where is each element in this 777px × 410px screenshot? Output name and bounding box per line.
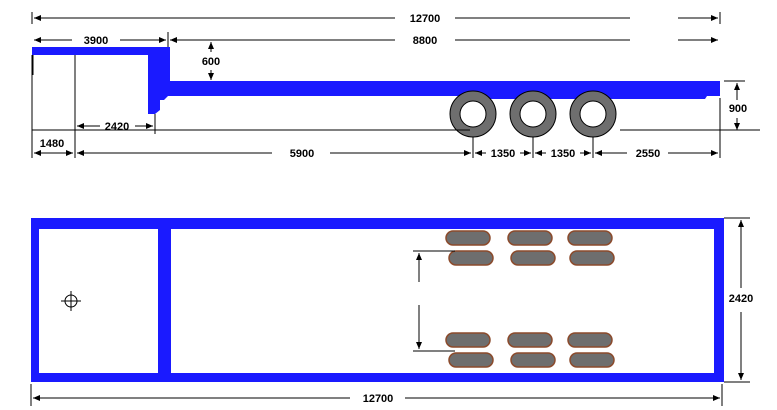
label-gooseneck-length: 3900 (84, 35, 108, 47)
label-overall-length-top: 12700 (363, 393, 394, 405)
label-axle-spacing-2: 1350 (551, 148, 575, 160)
dim-overall-width: 2420 (724, 217, 753, 383)
dim-rear-overhang: 2550 (595, 148, 718, 160)
top-tire (567, 332, 613, 348)
dim-axle-spacing-2: 1350 (535, 148, 591, 160)
label-overall-width: 2420 (729, 293, 753, 305)
top-tire (445, 332, 491, 348)
kingpin-symbol (61, 291, 81, 311)
top-tire (448, 250, 494, 266)
dim-kingpin-to-leg: 2420 (77, 121, 153, 133)
top-view: 2420 12700 (30, 217, 753, 406)
label-step-height: 600 (202, 56, 220, 68)
dim-step-height: 600 (202, 42, 220, 80)
label-leg-to-axle: 5900 (290, 148, 314, 160)
label-rear-overhang: 2550 (636, 148, 660, 160)
label-axle-spacing-1: 1350 (491, 148, 515, 160)
dim-axle-spacing-1: 1350 (475, 148, 531, 160)
dim-deck-length: 8800 (170, 35, 718, 47)
top-tire (507, 230, 553, 246)
dim-leg-to-axle: 5900 (77, 148, 471, 160)
landing-leg (148, 55, 160, 114)
side-frame (32, 47, 720, 100)
top-tire (507, 332, 553, 348)
side-wheel (509, 90, 557, 138)
label-deck-height: 900 (729, 103, 747, 115)
label-kingpin-to-leg: 2420 (105, 121, 129, 133)
dim-gooseneck-length: 3900 (34, 32, 169, 48)
top-frame (31, 218, 724, 382)
dim-overall-length-top: 12700 (30, 384, 723, 406)
top-tire (448, 352, 494, 368)
label-deck-length: 8800 (413, 35, 437, 47)
side-view: 12700 3900 8800 600 (31, 12, 760, 160)
top-tires (445, 230, 615, 368)
top-tire (510, 250, 556, 266)
side-wheel (569, 90, 617, 138)
label-overall-length-side: 12700 (410, 13, 441, 25)
side-wheels (449, 90, 617, 138)
label-front-overhang: 1480 (40, 138, 64, 150)
top-tire (569, 352, 615, 368)
top-tire (510, 352, 556, 368)
top-tire (569, 250, 615, 266)
dim-overall-length-side: 12700 (31, 12, 721, 25)
dim-deck-height: 900 (724, 80, 747, 130)
top-tire (445, 230, 491, 246)
dim-axle-track (413, 250, 455, 352)
top-tire (567, 230, 613, 246)
dim-front-overhang: 1480 (34, 138, 73, 156)
side-wheel (449, 90, 497, 138)
